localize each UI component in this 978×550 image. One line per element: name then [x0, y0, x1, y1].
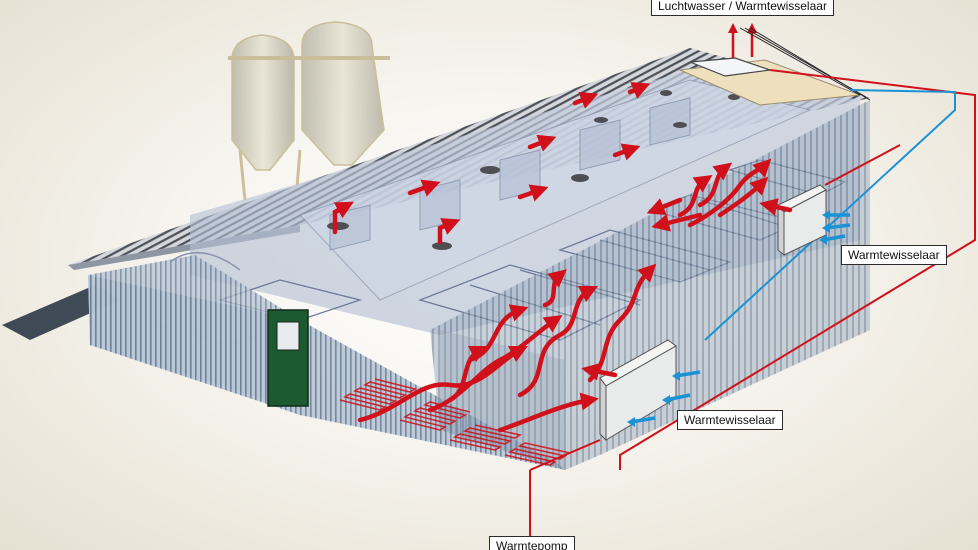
heat-exchanger-middle: [599, 339, 677, 442]
label-heat-pump: Warmtepomp: [489, 536, 575, 550]
ceiling-vents: [327, 90, 740, 250]
barn-door: [267, 309, 309, 407]
air-washer-unit: [678, 57, 861, 106]
barn-end-wall: [88, 255, 300, 410]
floor-heating-coils: [339, 378, 571, 466]
exhaust-arrows: [728, 23, 757, 58]
warm-air-flow-arrows: [332, 82, 793, 433]
label-air-washer-heat-exchanger: Luchtwasser / Warmtewisselaar: [651, 0, 834, 16]
label-heat-exchanger-right: Warmtewisselaar: [841, 245, 947, 265]
label-heat-exchanger-middle: Warmtewisselaar: [677, 410, 783, 430]
silo-group: [228, 21, 390, 201]
heat-exchanger-right: [777, 184, 827, 257]
